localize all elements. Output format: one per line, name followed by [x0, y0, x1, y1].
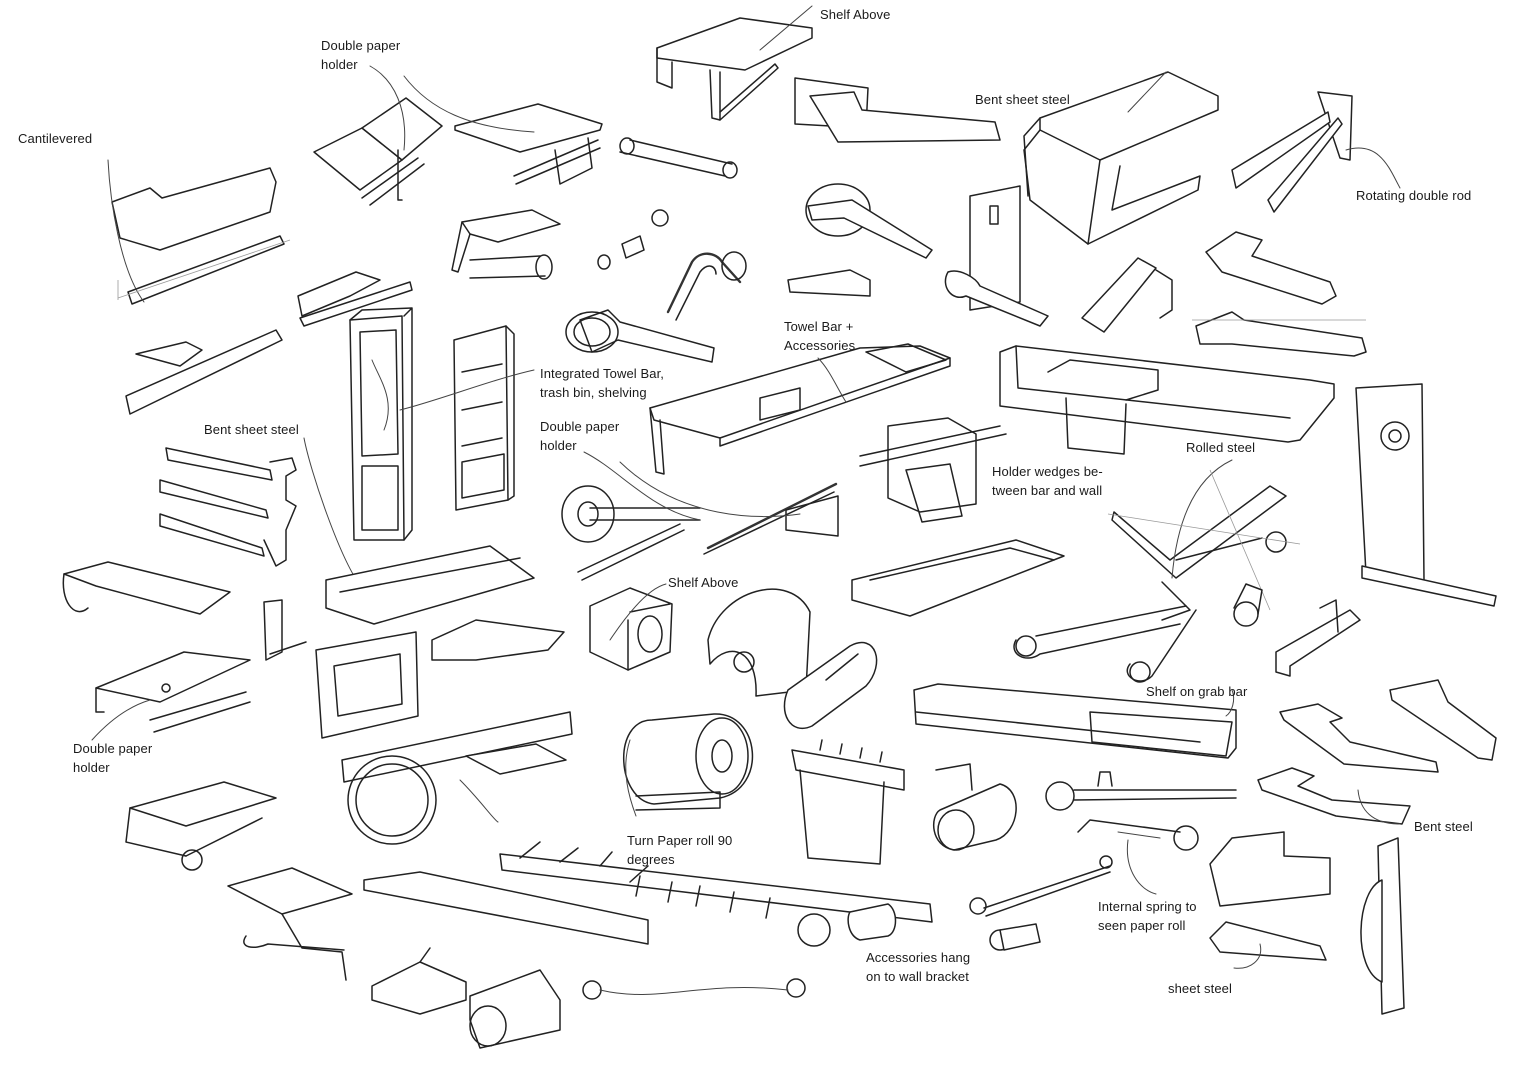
label-bent-sheet-steel-top: Bent sheet steel	[975, 92, 1070, 107]
sketch-bent-steel	[1257, 767, 1411, 825]
sketch-towel-ring	[341, 711, 573, 845]
label-rotating-double-rod: Rotating double rod	[1356, 188, 1472, 203]
label-shelf-above-top: Shelf Above	[820, 7, 891, 22]
sketch-post-roll-holder	[1360, 837, 1405, 1015]
sketch-tray-center	[851, 539, 1065, 617]
sketch-curved-shelf-left	[62, 561, 231, 615]
sketch-shelf-above-mid	[589, 583, 673, 671]
sketch-cantilevered-bar	[107, 159, 291, 305]
sketch-angled-bar	[1081, 257, 1173, 333]
sketch-roll-bar	[619, 137, 738, 179]
label-double-paper-holder-bottom: Double paper holder	[73, 741, 153, 775]
label-bent-steel: Bent steel	[1414, 819, 1473, 834]
label-holder-wedges: Holder wedges be- tween bar and wall	[992, 464, 1103, 498]
label-turn-paper-roll: Turn Paper roll 90 degrees	[627, 833, 733, 867]
sketch-paper-holder-roll	[451, 209, 561, 280]
sketch-shelf-above-hook	[656, 5, 813, 121]
sketch-rolled-steel-holder	[1107, 459, 1301, 621]
label-cantilevered: Cantilevered	[18, 131, 93, 146]
sketch-bar-mount	[125, 329, 283, 415]
sketch-integrated-cabinet-right	[399, 325, 535, 511]
sketch-tube-holder	[565, 309, 715, 363]
sketch-bent-flat-bar-right-2	[1192, 311, 1367, 357]
sketch-tall-wall-plate	[1355, 383, 1497, 607]
sketch-double-paper-holder-mid	[561, 451, 701, 581]
sketch-spring-bar	[969, 855, 1113, 951]
sketch-l-shelf-center	[431, 619, 565, 661]
sketch-long-shelf-left	[325, 545, 535, 625]
sketch-small-pins	[597, 209, 669, 270]
sketch-key-spring	[1045, 771, 1237, 895]
sketch-curved-cover	[707, 588, 811, 697]
sketch-accessory-rail	[499, 841, 933, 947]
sketch-ring-bar-center	[787, 183, 933, 297]
sketch-double-paper-holder-bottom	[91, 651, 251, 741]
sketch-towel-bar-accessories	[649, 343, 951, 475]
sketch-small-tubes	[1233, 583, 1263, 627]
sketch-bent-hook-right	[1275, 599, 1361, 677]
label-internal-spring: Internal spring to seen paper roll	[1098, 899, 1197, 933]
sketch-shelf-on-grab-bar	[913, 683, 1237, 759]
sketch-bent-flat-bar-right	[1205, 231, 1337, 305]
sketch-long-tube-bar	[619, 461, 839, 555]
sketch-swing-arm-towel-rack	[159, 437, 363, 589]
sketch-shelf-rod-top	[403, 75, 603, 185]
label-double-paper-holder-mid: Double paper holder	[540, 419, 620, 453]
sketch-spring-roll-holder	[933, 763, 1017, 851]
sketch-looped-rod	[1013, 605, 1197, 683]
sketch-comb-rack	[791, 739, 905, 865]
sketch-shelf-wide-bottom	[363, 871, 649, 945]
label-shelf-above-mid: Shelf Above	[668, 575, 739, 590]
sketch-lever-wall-plate	[794, 77, 1001, 143]
sketch-frame-holder	[315, 631, 419, 739]
sketch-cylinder-slot	[783, 641, 878, 729]
label-integrated-towel-bar: Integrated Towel Bar, trash bin, shelvin…	[540, 366, 664, 400]
sketch-rotating-double-rod	[1231, 91, 1401, 213]
label-double-paper-holder-top: Double paper holder	[321, 38, 401, 72]
label-towel-bar-accessories: Towel Bar + Accessories	[784, 319, 856, 353]
label-shelf-on-grab-bar: Shelf on grab bar	[1146, 684, 1248, 699]
sketch-paper-roll-bottom	[469, 969, 561, 1049]
sketch-holder-wedge	[859, 417, 1007, 523]
sketch-sheet-steel-shelf	[1209, 831, 1331, 969]
sketch-bent-tube-handle	[666, 251, 747, 321]
sketch-shelf-paper-bottom	[227, 867, 353, 981]
sketch-integrated-cabinet-left	[349, 307, 413, 541]
sketch-large-tray	[999, 345, 1335, 455]
sketch-paper-box-bottom	[371, 947, 467, 1015]
sketch-small-bracket	[263, 599, 307, 661]
sketch-short-bar	[297, 271, 413, 327]
sketch-lever-right	[1389, 679, 1497, 761]
sketch-bent-sheet-steel-hook	[1023, 71, 1219, 245]
sketch-wire-holder	[582, 978, 806, 1000]
label-rolled-steel: Rolled steel	[1186, 440, 1256, 455]
label-sheet-steel: sheet steel	[1168, 981, 1232, 996]
sketch-bent-flat-right-lower	[1279, 703, 1439, 773]
sketch-double-paper-holder-top	[313, 65, 443, 206]
sketch-grab-paper	[125, 781, 277, 871]
sketch-paper-roll-90	[623, 713, 754, 817]
label-bent-sheet-steel-left: Bent sheet steel	[204, 422, 299, 437]
sketch-wall-plate-lever	[944, 185, 1049, 327]
label-accessories-hang: Accessories hang on to wall bracket	[866, 950, 971, 984]
